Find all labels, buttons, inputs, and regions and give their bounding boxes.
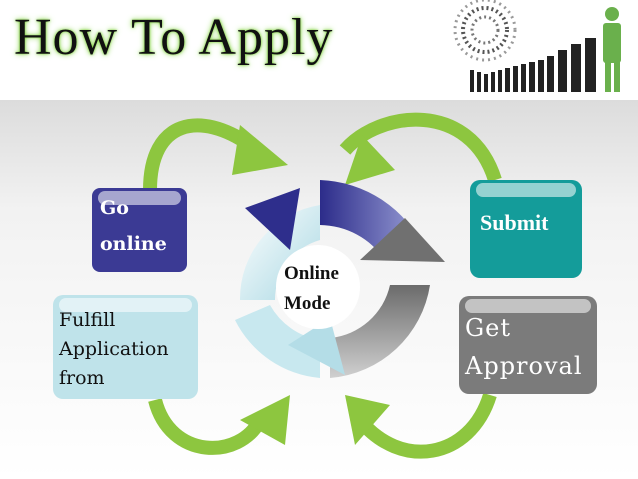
arrow-fulfill-to-center — [148, 397, 267, 455]
step-go-online: Go online — [92, 188, 187, 272]
arrow-approval-to-center — [354, 392, 497, 459]
arrow-head-bottom-left — [240, 395, 290, 445]
circular-arrow-icon — [235, 180, 445, 378]
step-approval-line1: Get — [465, 314, 512, 342]
center-label-line2: Mode — [284, 293, 331, 314]
arrow-head-bottom-right — [345, 395, 390, 445]
step-go-online-line1: Go — [100, 197, 129, 219]
step-submit: Submit — [470, 180, 582, 278]
center-label-line1: Online — [284, 263, 339, 284]
step-go-online-line2: online — [100, 233, 167, 255]
step-fulfill-line1: Fulfill — [59, 309, 116, 331]
step-get-approval: Get Approval — [459, 296, 597, 394]
step-fulfill-application: Fulfill Application from — [53, 295, 198, 399]
arrow-center-to-submit — [339, 112, 502, 183]
step-fulfill-line3: from — [59, 367, 105, 389]
arrow-go-to-center — [143, 118, 255, 191]
step-approval-line2: Approval — [465, 352, 583, 380]
people-growth-icon — [453, 0, 621, 92]
step-fulfill-line2: Application — [59, 338, 169, 360]
page-title: How To Apply — [14, 9, 334, 66]
arrow-head-top-left — [232, 125, 288, 175]
arrow-head-top-right — [345, 135, 395, 185]
header: How To Apply — [0, 0, 638, 100]
center-label: Online Mode — [284, 259, 339, 319]
step-submit-label: Submit — [480, 210, 549, 235]
